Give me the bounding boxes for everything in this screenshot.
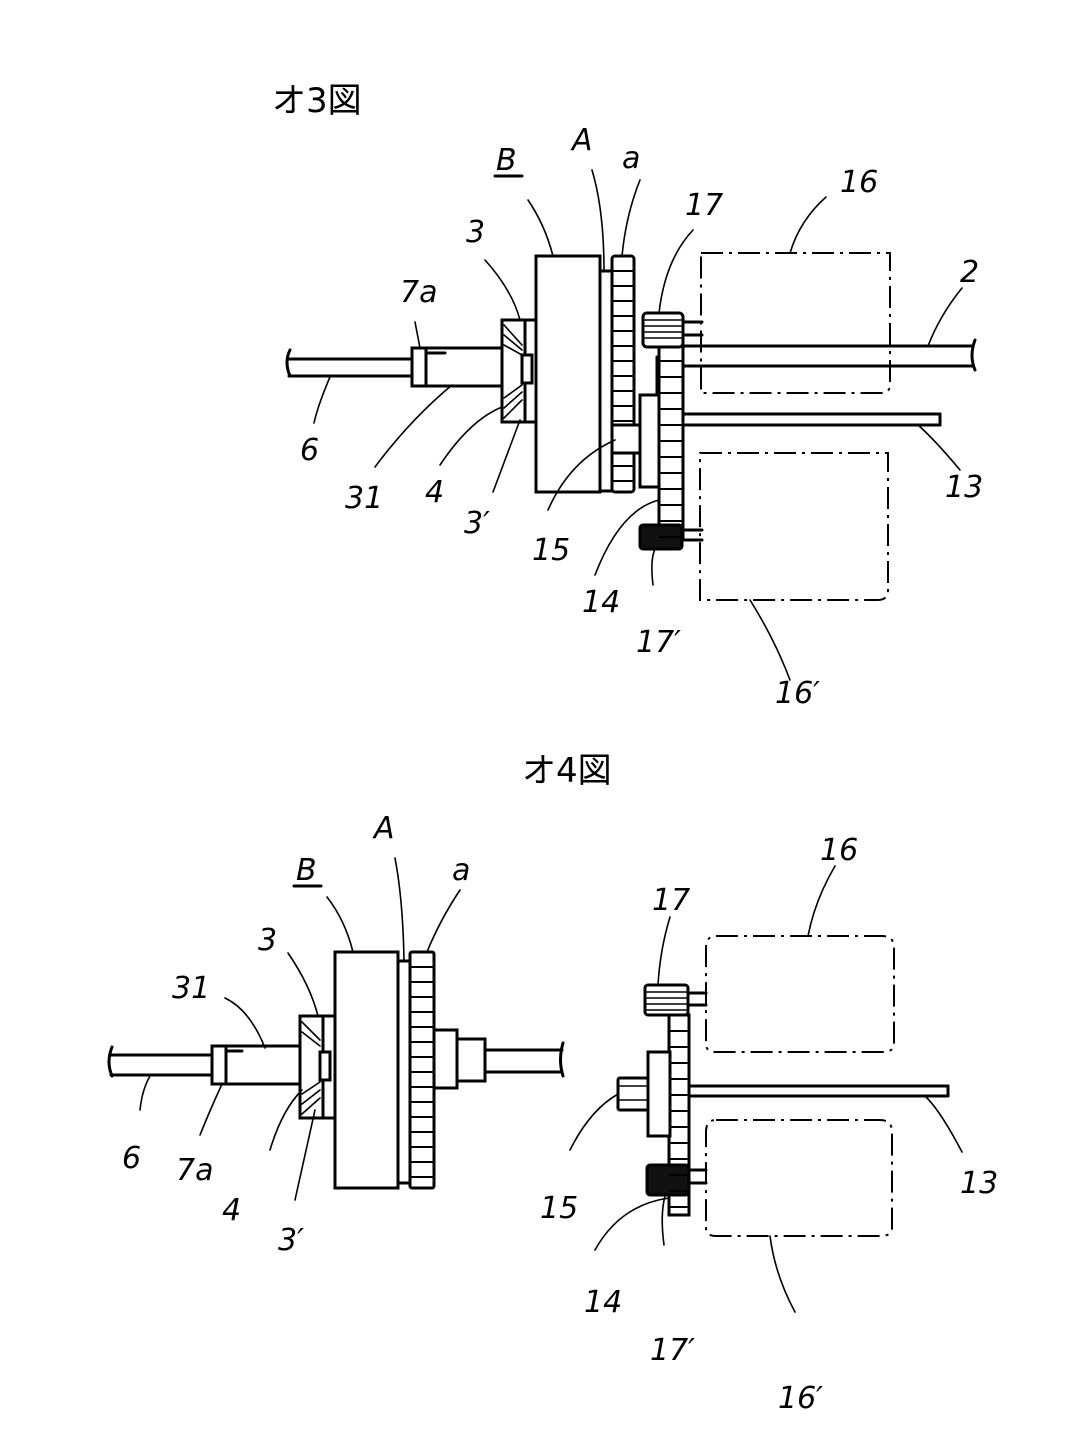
label-3: 3	[466, 215, 485, 250]
label-3: 3	[258, 923, 277, 958]
label-6: 6	[122, 1141, 141, 1176]
plate-A	[396, 959, 412, 1185]
output-shaft	[483, 1041, 565, 1078]
figure-3-title: オ3図	[272, 81, 362, 121]
figure-4-title: オ4図	[522, 751, 612, 791]
housing-B	[333, 950, 400, 1190]
gear-14	[657, 343, 685, 542]
bevel-gear-3	[500, 318, 540, 424]
label-14: 14	[584, 1285, 622, 1320]
gear-a	[610, 254, 636, 494]
label-6: 6	[300, 433, 319, 468]
shaft-2	[681, 338, 977, 372]
label-4: 4	[222, 1193, 241, 1228]
label-15: 15	[540, 1191, 578, 1226]
label-A: A	[570, 123, 593, 158]
label-16-prime: 16′	[778, 1381, 823, 1416]
shaft-13	[681, 412, 942, 427]
gear-15	[616, 1076, 650, 1112]
figure-4: オ4図	[107, 751, 998, 1416]
label-3-prime: 3′	[278, 1223, 304, 1258]
leader-lines	[139, 857, 963, 1313]
label-31: 31	[172, 971, 210, 1006]
label-17-prime: 17′	[650, 1333, 695, 1368]
bevel-gear-3	[298, 1014, 338, 1120]
label-17-prime: 17′	[636, 625, 681, 660]
label-17: 17	[652, 883, 690, 918]
label-31: 31	[345, 481, 383, 516]
housing-B	[534, 254, 602, 494]
label-4: 4	[425, 475, 444, 510]
label-a: a	[452, 853, 470, 888]
label-B: B	[496, 143, 517, 178]
gear-17	[643, 983, 708, 1017]
gear-17	[641, 311, 704, 349]
label-16: 16	[840, 165, 878, 200]
label-a: a	[622, 141, 640, 176]
label-13: 13	[945, 470, 983, 505]
motor-16	[705, 935, 895, 1053]
shaft-13	[687, 1084, 950, 1098]
leader-lines	[313, 169, 963, 681]
label-2: 2	[960, 255, 979, 290]
label-7a: 7a	[176, 1153, 213, 1188]
gear-15	[610, 423, 644, 455]
motor-16	[700, 252, 891, 394]
sleeve-31	[410, 346, 504, 388]
label-14: 14	[582, 585, 620, 620]
sleeve-31	[210, 1044, 304, 1086]
gear-14-hub	[646, 1050, 672, 1138]
hub-collar	[455, 1037, 487, 1083]
hub	[432, 1028, 459, 1090]
shaft-6	[285, 348, 414, 378]
label-16-prime: 16′	[775, 676, 820, 711]
label-A: A	[372, 811, 395, 846]
label-16: 16	[820, 833, 858, 868]
shaft-6	[107, 1045, 214, 1078]
motor-16-prime	[705, 1119, 893, 1237]
motor-16-prime	[699, 452, 889, 601]
label-13: 13	[960, 1166, 998, 1201]
plate-A	[598, 269, 614, 493]
label-3-prime: 3′	[464, 506, 490, 541]
label-15: 15	[532, 533, 570, 568]
gear-17-prime	[645, 1163, 708, 1197]
figure-3: オ3図	[272, 81, 983, 711]
label-17: 17	[685, 188, 723, 223]
label-7a: 7a	[400, 275, 437, 310]
gear-a	[408, 950, 436, 1190]
label-B: B	[296, 853, 317, 888]
